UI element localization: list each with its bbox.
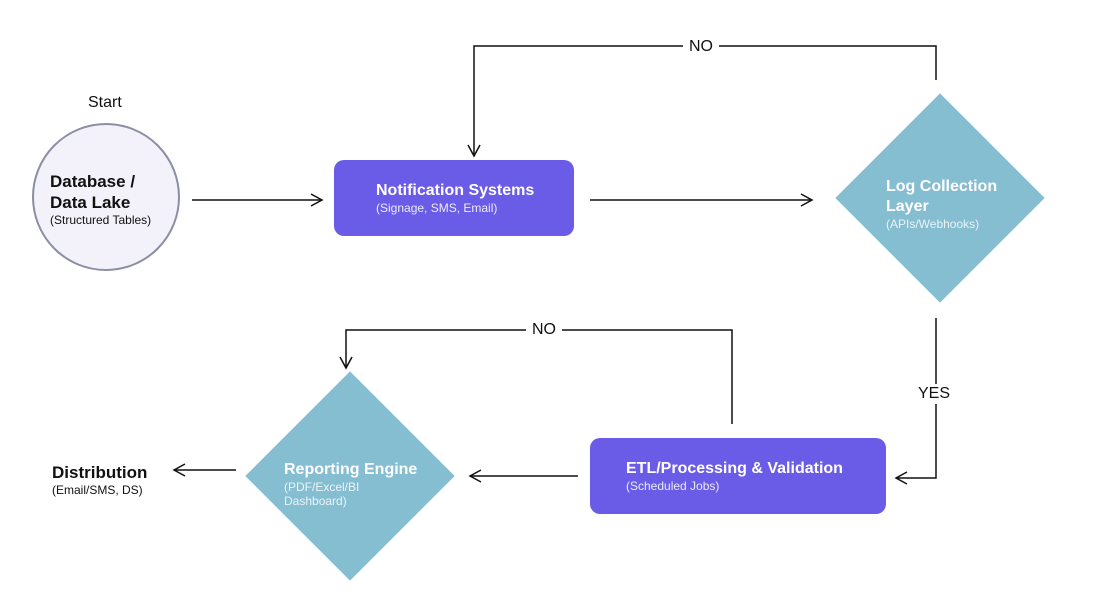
distribution-subtitle: (Email/SMS, DS)	[52, 483, 143, 497]
edge-label-no-bottom: NO	[526, 320, 562, 340]
source-title-line1: Database /	[50, 172, 136, 191]
etl-subtitle: (Scheduled Jobs)	[626, 479, 720, 493]
etl-processing-node: ETL/Processing & Validation (Scheduled J…	[590, 438, 886, 514]
notification-subtitle: (Signage, SMS, Email)	[376, 201, 498, 215]
log-collection-title-line1: Log Collection	[886, 178, 998, 195]
etl-title: ETL/Processing & Validation	[626, 460, 843, 477]
log-collection-text: Log Collection Layer (APIs/Webhooks)	[886, 177, 1026, 231]
edge-label-no-top: NO	[683, 37, 719, 57]
start-label: Start	[88, 94, 122, 111]
edge-label-yes: YES	[912, 384, 957, 404]
source-node	[32, 123, 180, 271]
notification-title: Notification Systems	[376, 182, 535, 199]
reporting-engine-text: Reporting Engine (PDF/Excel/BI Dashboard…	[284, 460, 434, 508]
arrow-etl-no-loop	[339, 329, 733, 424]
notification-systems-node: Notification Systems (Signage, SMS, Emai…	[334, 160, 574, 236]
reporting-subtitle-line2: Dashboard)	[284, 494, 347, 508]
reporting-title: Reporting Engine	[284, 461, 418, 478]
distribution-node: Distribution (Email/SMS, DS)	[52, 462, 147, 497]
arrow-log-yes-to-etl	[894, 318, 937, 485]
reporting-subtitle-line1: (PDF/Excel/BI	[284, 480, 360, 494]
distribution-title: Distribution	[52, 463, 148, 482]
arrow-log-no-loop	[467, 45, 937, 158]
source-title-line2: Data Lake	[50, 193, 131, 212]
log-collection-subtitle: (APIs/Webhooks)	[886, 217, 980, 231]
log-collection-title-line2: Layer	[886, 198, 929, 215]
source-subtitle: (Structured Tables)	[50, 213, 152, 227]
source-node-text: Database / Data Lake (Structured Tables)	[50, 171, 180, 227]
